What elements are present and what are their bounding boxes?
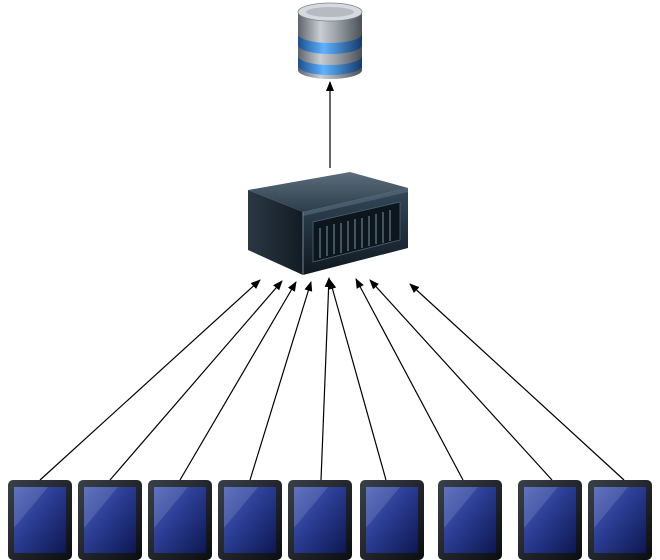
tablet-icon <box>588 480 652 560</box>
tablet-icon <box>438 480 502 560</box>
database-icon <box>297 2 363 79</box>
tablet-icon <box>78 480 142 560</box>
tablet-icon <box>360 480 424 560</box>
edge-client-2-to-server <box>109 280 283 481</box>
tablet-icon <box>518 480 582 560</box>
tablet-icon <box>8 480 72 560</box>
tablet-icon <box>218 480 282 560</box>
edge-client-1-to-server <box>39 279 261 481</box>
edge-client-5-to-server <box>320 277 333 481</box>
tablet-icon <box>148 480 212 560</box>
tablet-icon <box>288 480 352 560</box>
edge-client-7-to-server <box>355 278 464 481</box>
edge-client-3-to-server <box>179 281 297 481</box>
edge-client-4-to-server <box>249 281 313 481</box>
server-rack-icon <box>248 172 408 275</box>
clients <box>8 480 652 560</box>
edge-client-9-to-server <box>409 283 625 481</box>
edges <box>39 81 625 481</box>
edge-client-6-to-server <box>328 279 387 481</box>
edge-client-8-to-server <box>369 279 553 481</box>
